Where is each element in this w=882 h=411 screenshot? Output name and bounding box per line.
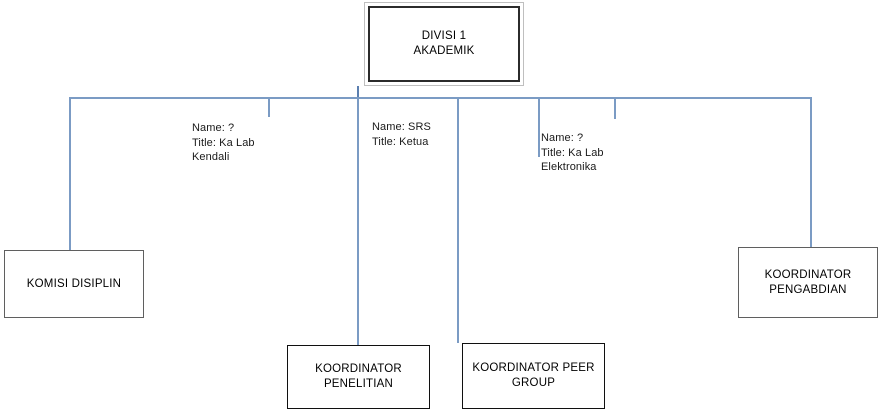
node-divisi-1-akademik-inner: DIVISI 1 AKADEMIK — [368, 6, 520, 82]
node-divisi-1-akademik-label: DIVISI 1 AKADEMIK — [413, 30, 475, 57]
annotation-ka-lab-kendali: Name: ? Title: Ka Lab Kendali — [192, 122, 255, 163]
node-koordinator-peer-group[interactable]: KOORDINATOR PEER GROUP — [462, 343, 605, 409]
annotation-ketua: Name: SRS Title: Ketua — [372, 121, 431, 148]
connector-drop-koordinator-peer-group — [457, 97, 459, 343]
annotation-ka-lab-elektronika: Name: ? Title: Ka Lab Elektronika — [541, 132, 604, 173]
node-koordinator-pengabdian[interactable]: KOORDINATOR PENGABDIAN — [738, 247, 878, 318]
connector-root-stem — [357, 86, 359, 98]
node-divisi-1-akademik[interactable]: DIVISI 1 AKADEMIK — [364, 2, 524, 86]
node-komisi-disiplin-label: KOMISI DISIPLIN — [26, 277, 122, 290]
node-koordinator-peer-group-label: KOORDINATOR PEER GROUP — [472, 362, 595, 389]
connector-horizontal-bus — [69, 97, 812, 99]
connector-drop-koordinator-penelitian — [357, 97, 359, 345]
connector-drop-komisi-disiplin — [69, 97, 71, 251]
connector-stub-ka-lab-kendali — [268, 97, 270, 117]
node-koordinator-penelitian-label: KOORDINATOR PENELITIAN — [315, 363, 402, 390]
connector-stub-ka-lab-elektronika-left — [538, 97, 540, 157]
node-koordinator-pengabdian-label: KOORDINATOR PENGABDIAN — [764, 268, 852, 296]
connector-drop-koordinator-pengabdian — [810, 97, 812, 247]
node-komisi-disiplin[interactable]: KOMISI DISIPLIN — [4, 250, 144, 318]
node-koordinator-penelitian[interactable]: KOORDINATOR PENELITIAN — [287, 345, 430, 409]
connector-stub-ka-lab-elektronika-right — [614, 97, 616, 119]
